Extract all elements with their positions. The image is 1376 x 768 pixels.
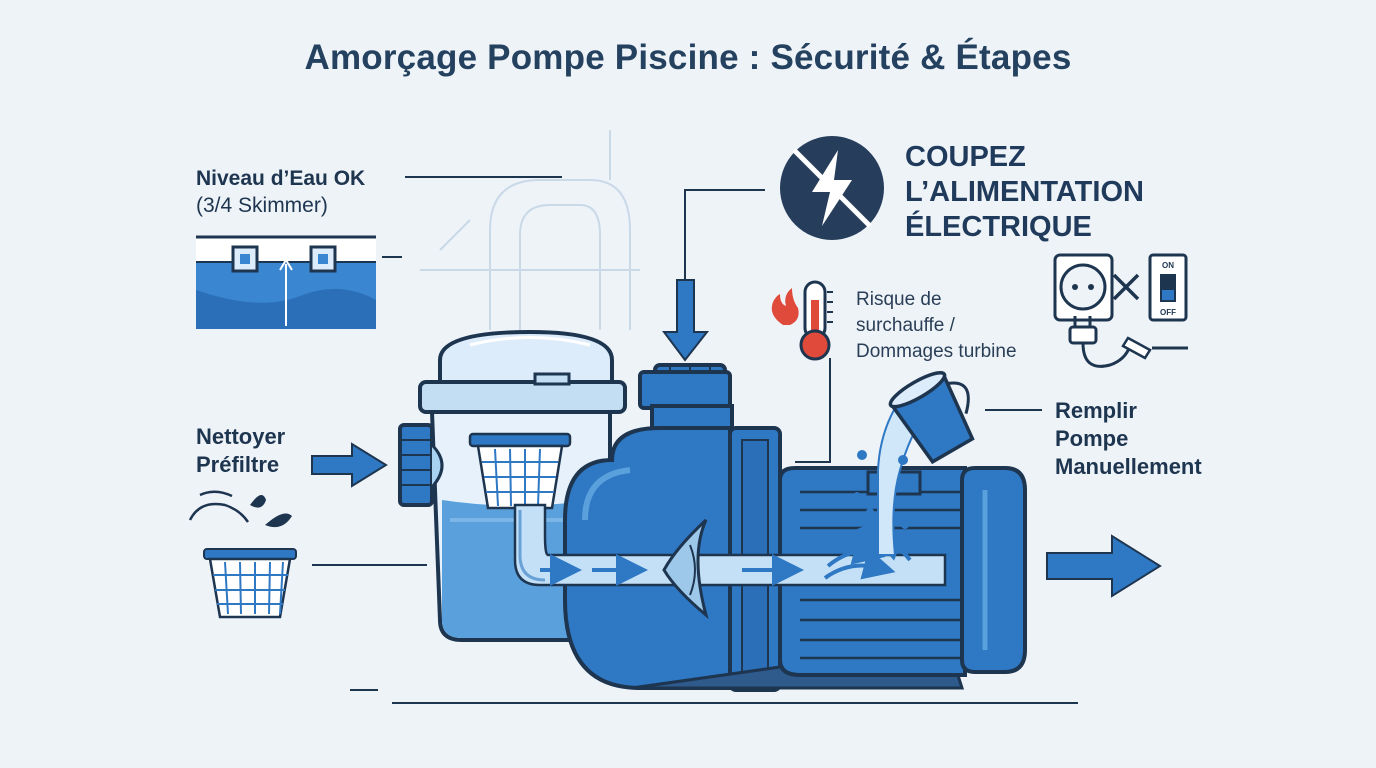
power-switch-icon: ON OFF	[1148, 253, 1188, 322]
flame-icon	[771, 288, 799, 325]
overheat-line1: Risque de	[856, 289, 942, 310]
power-warning-line1: COUPEZ	[905, 141, 1026, 173]
prefilter-basket-icon	[468, 432, 572, 510]
background-piping	[420, 130, 640, 330]
leader-lines	[312, 176, 1078, 704]
bucket-icon	[888, 370, 975, 465]
impeller-icon	[662, 518, 709, 620]
thermometer-icon	[799, 280, 833, 361]
fill-pump-line2: Pompe	[1055, 426, 1129, 451]
fill-pump-line1: Remplir	[1055, 398, 1137, 423]
switch-off-label: OFF	[1160, 308, 1176, 317]
clean-prefilter-line2: Préfiltre	[196, 452, 280, 477]
water-level-panel	[196, 235, 376, 329]
fill-pump-line3: Manuellement	[1055, 454, 1202, 479]
water-level-label: Niveau d’Eau OK (3/4 Skimmer)	[196, 165, 365, 219]
basket-hand-icon	[188, 490, 297, 619]
switch-on-label: ON	[1162, 261, 1174, 270]
unplug-icon	[1053, 253, 1188, 368]
power-warning-line3: ÉLECTRIQUE	[905, 211, 1092, 243]
power-warning-line2: L’ALIMENTATION	[905, 176, 1144, 208]
page-title: Amorçage Pompe Piscine : Sécurité & Étap…	[304, 38, 1072, 77]
clean-prefilter-label: Nettoyer Préfiltre	[196, 423, 285, 479]
level-arrow-icon	[279, 258, 293, 271]
power-warning-label: COUPEZ L’ALIMENTATION ÉLECTRIQUE	[905, 140, 1144, 245]
water-pour-icon	[854, 398, 927, 556]
overheat-warning-label: Risque de surchauffe / Dommages turbine	[856, 287, 1017, 365]
overheat-line3: Dommages turbine	[856, 341, 1017, 362]
clean-arrow-icon	[311, 442, 388, 488]
power-off-icon	[780, 136, 884, 240]
water-level-title: Niveau d’Eau OK	[196, 167, 366, 190]
outlet-arrow-icon	[1046, 534, 1162, 598]
clean-prefilter-line1: Nettoyer	[196, 424, 286, 449]
inlet-down-arrow-icon	[662, 279, 710, 362]
water-level-detail: (3/4 Skimmer)	[196, 194, 328, 217]
fill-pump-label: Remplir Pompe Manuellement	[1055, 397, 1202, 481]
overheat-line2: surchauffe /	[856, 315, 955, 336]
